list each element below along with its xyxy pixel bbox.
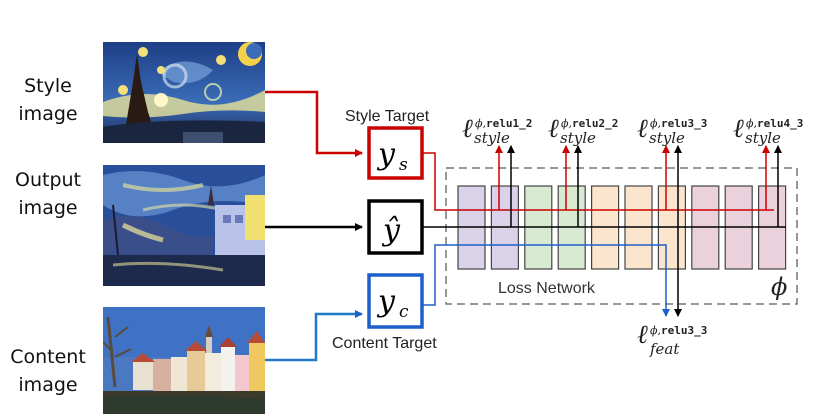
style-loss-ell: ℓ — [462, 114, 473, 144]
phi-symbol: ϕ — [771, 273, 787, 301]
content-image — [103, 307, 265, 414]
style-input-arrow — [265, 90, 363, 157]
style-image-label: Style image — [0, 72, 98, 128]
ys-y: y — [376, 137, 396, 172]
loss-network-label: Loss Network — [498, 280, 596, 297]
style-loss-superscript: ϕ,relu2_2 — [561, 117, 618, 130]
yc-symbol: y c — [376, 284, 409, 322]
style-loss-ell: ℓ — [548, 114, 559, 144]
yc-subscript: c — [399, 302, 409, 322]
style-label-line2: image — [18, 103, 78, 125]
style-label-line1: Style — [24, 75, 72, 97]
feature-loss-subscript: feat — [649, 340, 680, 358]
output-label-line1: Output — [15, 169, 81, 191]
output-label-line2: image — [18, 197, 78, 219]
content-input-arrow — [265, 310, 363, 362]
style-loss-ell: ℓ — [637, 114, 648, 144]
feature-loss-ell: ℓ — [637, 320, 648, 350]
style-feed-line — [422, 152, 774, 211]
style-loss-subscript: style — [649, 129, 685, 147]
style-loss-subscript: style — [474, 129, 510, 147]
style-target-box — [367, 126, 424, 180]
style-loss-superscript: ϕ,relu4_3 — [746, 117, 803, 130]
feature-loss-superscript: ϕ,relu3_3 — [650, 324, 707, 337]
output-image-label: Output image — [0, 166, 98, 222]
content-label-line2: image — [18, 374, 78, 396]
style-image — [103, 42, 265, 143]
feature-loss-label: ℓ ϕ,relu3_3 feat — [637, 320, 707, 358]
style-loss-superscript: ϕ,relu3_3 — [650, 117, 707, 130]
loss-network-frame — [445, 167, 798, 305]
style-loss-superscript: ϕ,relu1_2 — [475, 117, 532, 130]
content-feed-line — [422, 244, 670, 317]
yhat-symbol: ŷ — [381, 213, 401, 248]
ys-symbol: y s — [376, 137, 408, 175]
output-image — [103, 165, 265, 286]
style-target-caption: Style Target — [345, 108, 430, 125]
content-target-caption: Content Target — [332, 335, 437, 352]
style-loss-ell: ℓ — [733, 114, 744, 144]
ys-subscript: s — [399, 155, 408, 175]
style-loss-taps — [495, 145, 782, 227]
content-label-line1: Content — [10, 346, 86, 368]
content-target-box — [367, 273, 424, 329]
style-loss-subscript: style — [560, 129, 596, 147]
yc-y: y — [376, 284, 396, 319]
style-loss-subscript: style — [745, 129, 781, 147]
content-image-label: Content image — [0, 343, 98, 399]
